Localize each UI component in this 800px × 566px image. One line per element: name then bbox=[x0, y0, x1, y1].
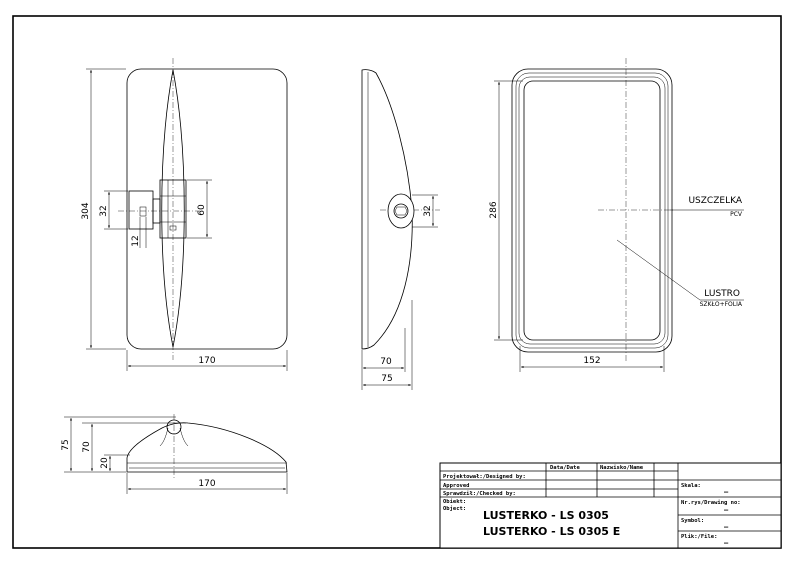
callout-seal-material: PCV bbox=[730, 211, 743, 218]
tb-drawing-no-label: Nr.rys/Drawing no: bbox=[681, 500, 741, 506]
tb-object-pl: Obiekt: bbox=[443, 499, 466, 505]
drawing-frame bbox=[12, 15, 782, 549]
tb-col-date: Data/Date bbox=[550, 465, 580, 471]
callout-mirror-title: LUSTRO bbox=[704, 289, 740, 299]
dim-side-depth-outer: 75 bbox=[381, 374, 392, 384]
mirror-housing-front bbox=[126, 68, 288, 350]
dim-side-bracket: 32 bbox=[423, 205, 433, 216]
dim-front-width: 170 bbox=[198, 356, 215, 366]
dim-side-depth-inner: 70 bbox=[380, 357, 392, 367]
tb-scale-value: – bbox=[724, 488, 729, 496]
rear-glass-view: 286 152 USZCZELKA PCV LUSTRO SZKŁO+FOLIA bbox=[489, 58, 744, 372]
pivot-joint-side bbox=[387, 193, 415, 229]
callout-mirror-material: SZKŁO+FOLIA bbox=[700, 301, 743, 308]
front-view: 304 32 12 60 170 bbox=[81, 58, 288, 371]
tb-file-value: – bbox=[724, 539, 729, 547]
dim-bottom-base: 20 bbox=[100, 457, 110, 469]
tb-scale-label: Skala: bbox=[681, 483, 701, 489]
tb-drawing-no-value: – bbox=[724, 506, 729, 514]
callout-seal-title: USZCZELKA bbox=[688, 196, 742, 206]
mirror-glass bbox=[523, 80, 661, 341]
tb-approved: Approved bbox=[443, 483, 470, 489]
mounting-bracket-front bbox=[128, 179, 187, 239]
dim-bottom-width: 170 bbox=[198, 479, 215, 489]
dim-front-height: 304 bbox=[81, 202, 91, 219]
dim-bracket-slot: 12 bbox=[131, 235, 141, 246]
tb-product-line1: LUSTERKO - LS 0305 bbox=[483, 509, 609, 522]
seal-outer bbox=[511, 68, 673, 353]
tb-product-line2: LUSTERKO - LS 0305 E bbox=[483, 525, 620, 538]
title-block: Data/Date Nazwisko/Name Projektował:/Des… bbox=[439, 462, 782, 549]
dim-glass-height: 286 bbox=[489, 201, 499, 218]
bottom-view: 75 70 20 170 bbox=[61, 414, 288, 494]
dim-bracket-height: 32 bbox=[99, 205, 109, 216]
tb-checked-by: Sprawdził:/Checked by: bbox=[443, 491, 516, 497]
dim-bracket-total: 60 bbox=[197, 204, 207, 216]
housing-bottom-profile bbox=[126, 422, 288, 473]
tb-symbol-label: Symbol: bbox=[681, 518, 704, 524]
tb-object-en: Object: bbox=[443, 505, 466, 512]
dim-bottom-height-inner: 70 bbox=[82, 441, 92, 453]
tb-col-name: Nazwisko/Name bbox=[600, 465, 644, 471]
tb-file-label: Plik:/File: bbox=[681, 534, 717, 540]
dim-bottom-height-outer: 75 bbox=[61, 439, 71, 450]
tb-symbol-value: – bbox=[724, 523, 729, 531]
side-view: 32 70 75 bbox=[361, 69, 440, 390]
dim-glass-width: 152 bbox=[583, 356, 600, 366]
tb-designed-by: Projektował:/Designed by: bbox=[443, 473, 526, 480]
